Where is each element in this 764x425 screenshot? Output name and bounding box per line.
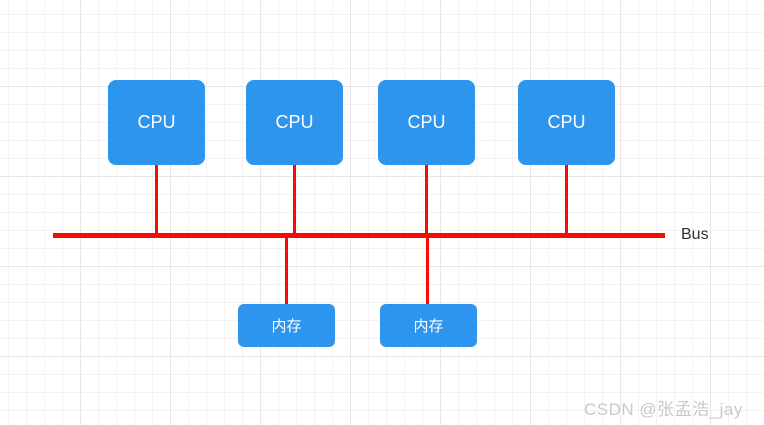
connector-cpu2-bus bbox=[293, 165, 296, 238]
connector-bus-memory1 bbox=[285, 236, 288, 304]
cpu-node-3-label: CPU bbox=[407, 112, 446, 132]
cpu-node-3: CPU bbox=[378, 80, 475, 165]
cpu-node-4: CPU bbox=[518, 80, 615, 165]
connector-cpu4-bus bbox=[565, 165, 568, 238]
cpu-node-1: CPU bbox=[108, 80, 205, 165]
bus-label: Bus bbox=[681, 226, 709, 243]
memory-node-1: 内存 bbox=[238, 304, 335, 347]
connector-cpu3-bus bbox=[425, 165, 428, 238]
memory-node-2: 内存 bbox=[380, 304, 477, 347]
connector-bus-memory2 bbox=[426, 236, 429, 304]
cpu-node-2-label: CPU bbox=[275, 112, 314, 132]
memory-node-1-label: 内存 bbox=[271, 318, 302, 335]
connector-cpu1-bus bbox=[155, 165, 158, 238]
memory-node-2-label: 内存 bbox=[413, 318, 444, 335]
cpu-node-4-label: CPU bbox=[547, 112, 586, 132]
cpu-node-2: CPU bbox=[246, 80, 343, 165]
watermark: CSDN @张孟浩_jay bbox=[584, 400, 743, 419]
cpu-node-1-label: CPU bbox=[137, 112, 176, 132]
bus-line bbox=[53, 233, 665, 238]
